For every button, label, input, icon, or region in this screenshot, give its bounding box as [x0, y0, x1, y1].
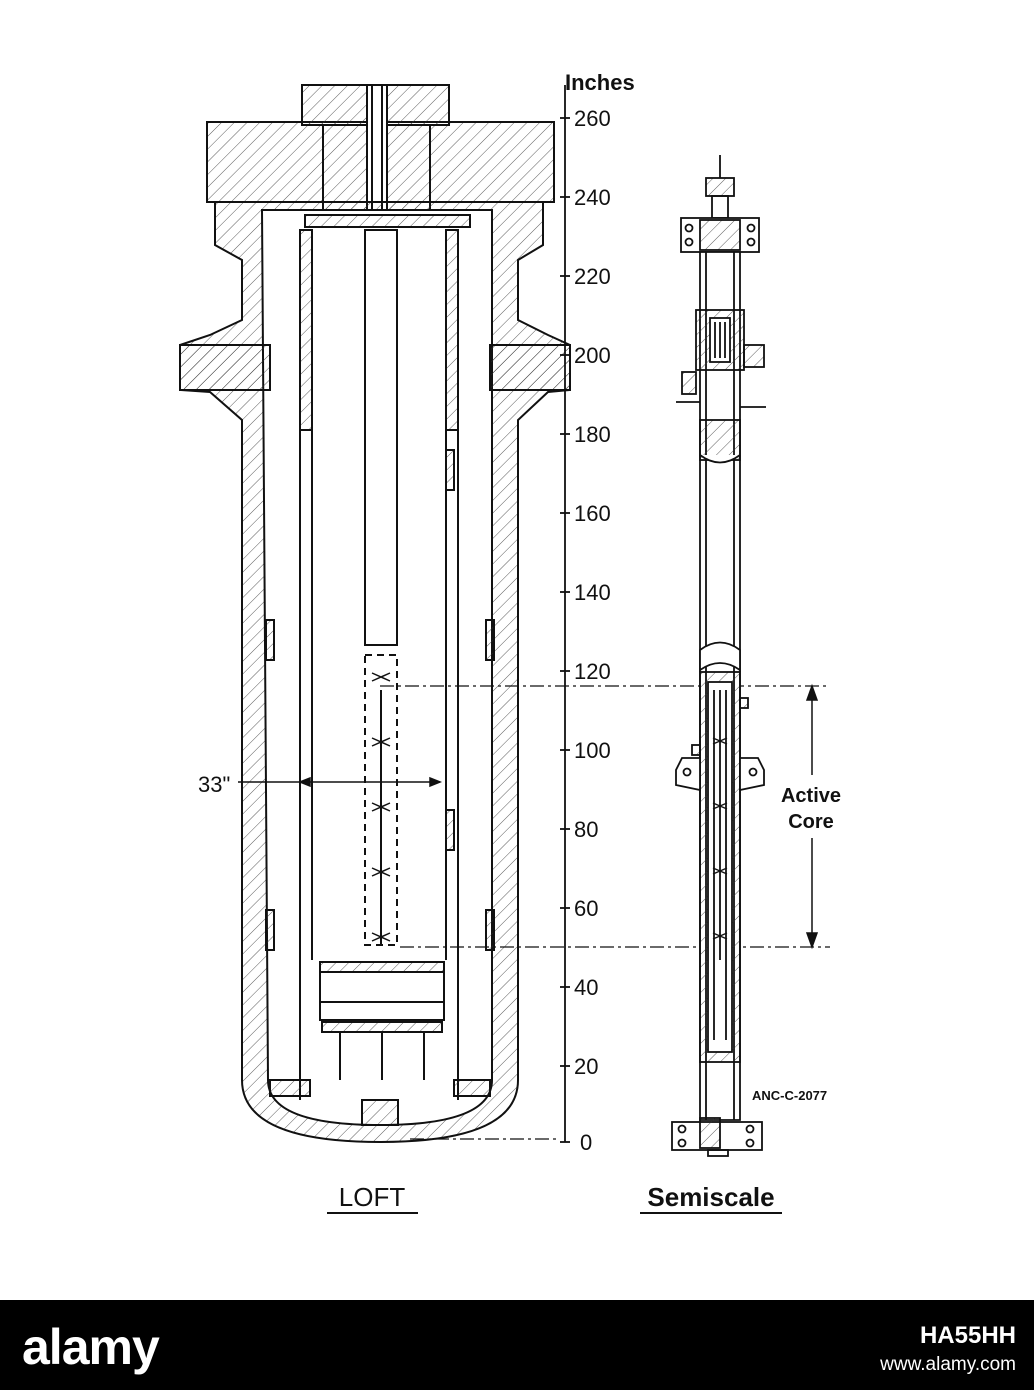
- diameter-dimension: [238, 776, 443, 788]
- loft-vessel: [179, 84, 571, 1144]
- semiscale-side-lug-right: [739, 757, 765, 792]
- technical-drawing: Inches 260 240 220 200 180 160 140 120 1…: [179, 70, 842, 1214]
- scale-tick-label: 240: [574, 185, 611, 210]
- loft-nozzle-left: [179, 344, 271, 391]
- loft-title: LOFT: [339, 1182, 406, 1212]
- active-core-label-line1: Active: [781, 785, 841, 807]
- active-core-arrow: [805, 683, 819, 950]
- scale-tick-label: 60: [574, 896, 598, 921]
- semiscale-side-lug-left: [675, 757, 701, 792]
- watermark-bar: alamy HA55HH www.alamy.com: [0, 1300, 1034, 1390]
- height-scale: [560, 85, 570, 1143]
- scale-tick-label: 20: [574, 1054, 598, 1079]
- scale-tick-label: 100: [574, 738, 611, 763]
- scale-tick-label: 220: [574, 264, 611, 289]
- scale-tick-label: 200: [574, 343, 611, 368]
- loft-nozzle-right: [489, 344, 571, 391]
- watermark-image-id: HA55HH: [919, 1322, 1016, 1349]
- scale-tick-label: 160: [574, 501, 611, 526]
- semiscale-vessel: [671, 155, 766, 1157]
- scale-unit-label: Inches: [565, 70, 635, 95]
- diameter-label: 33": [198, 772, 230, 797]
- scale-tick-label: 140: [574, 580, 611, 605]
- scale-tick-label: 0: [580, 1130, 592, 1155]
- watermark-brand: alamy: [22, 1319, 160, 1375]
- scale-tick-label: 260: [574, 106, 611, 131]
- active-core-label-line2: Core: [788, 811, 834, 833]
- vessel-comparison-diagram: Inches 260 240 220 200 180 160 140 120 1…: [179, 70, 841, 1214]
- semiscale-title: Semiscale: [647, 1182, 774, 1212]
- scale-tick-label: 80: [574, 817, 598, 842]
- loft-control-rod-upper: [364, 229, 398, 646]
- scale-tick-marks: [560, 117, 570, 1143]
- active-core-reference-lines: [380, 685, 830, 1140]
- semiscale-top-fitting: [705, 177, 735, 197]
- drawing-id-label: ANC-C-2077: [752, 1088, 827, 1103]
- watermark-url: www.alamy.com: [880, 1354, 1016, 1375]
- scale-tick-label: 120: [574, 659, 611, 684]
- scale-tick-label: 180: [574, 422, 611, 447]
- loft-spacer-grids: [371, 672, 391, 942]
- scale-tick-label: 40: [574, 975, 598, 1000]
- scale-tick-labels: 260 240 220 200 180 160 140 120 100 80 6…: [574, 106, 611, 1155]
